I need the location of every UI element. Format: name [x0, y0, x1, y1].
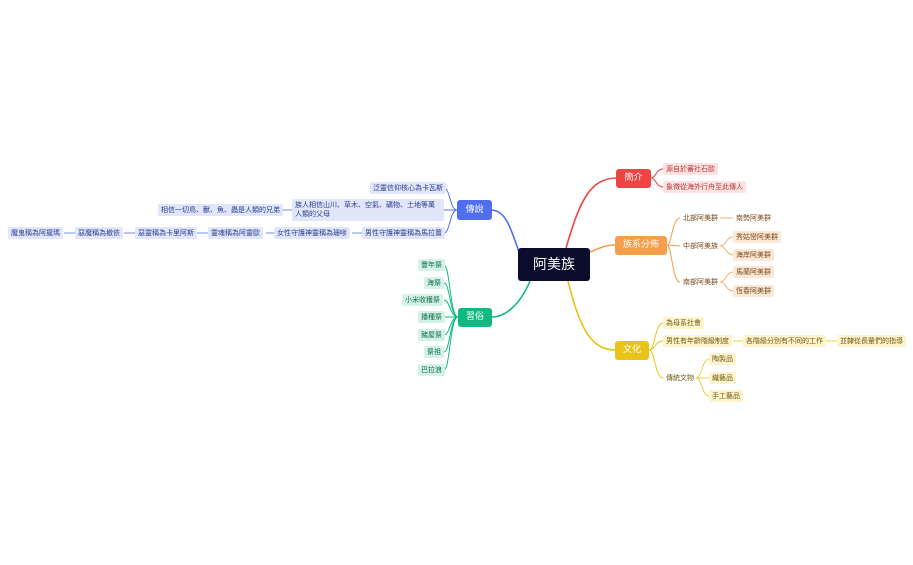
- intro-leaf-symbol[interactable]: 象徵從海外行舟至此傳人: [663, 181, 746, 193]
- branch-culture[interactable]: 文化: [615, 341, 649, 360]
- legend-g3[interactable]: 惡魔稱為撤依: [75, 227, 123, 239]
- legend-creation[interactable]: 族人相信山川、草木、空氣、礦物、土地等萬人類的父母: [292, 199, 444, 221]
- custom-item[interactable]: 小米收穫祭: [402, 294, 443, 306]
- connector-line: [648, 349, 664, 379]
- connector-line: [648, 340, 664, 351]
- connector-line: [719, 271, 734, 283]
- legend-female-god[interactable]: 女性守護神靈稱為珊嗲: [274, 227, 350, 239]
- groups-south-sub-1[interactable]: 馬蘭阿美群: [733, 266, 774, 278]
- culture-age-system[interactable]: 男性有年齡階級制度: [663, 335, 732, 347]
- culture-craft-weaving[interactable]: 織藝品: [709, 372, 736, 384]
- connector-line: [666, 217, 681, 246]
- culture-craft-handicraft[interactable]: 手工藝品: [709, 390, 743, 402]
- connector-line: [695, 358, 710, 379]
- connector-line: [565, 177, 617, 249]
- custom-item[interactable]: 海祭: [424, 277, 444, 289]
- groups-central[interactable]: 中部阿美族: [683, 241, 718, 250]
- legend-creation-sub[interactable]: 相信一切鳥、獸、魚、蟲是人類的兄弟: [158, 204, 283, 216]
- culture-craft-pottery[interactable]: 陶製品: [709, 353, 736, 365]
- custom-item[interactable]: 播種祭: [418, 311, 445, 323]
- connector-line: [666, 244, 681, 283]
- groups-north[interactable]: 北部阿美群: [683, 213, 718, 222]
- culture-crafts[interactable]: 傳統文物: [666, 373, 694, 382]
- intro-leaf-origin[interactable]: 源自於蕃社石歐: [663, 163, 718, 175]
- groups-south[interactable]: 南部阿美群: [683, 277, 718, 286]
- branch-legend[interactable]: 傳說: [457, 200, 492, 220]
- connector-line: [695, 377, 710, 397]
- groups-central-sub-2[interactable]: 海岸阿美群: [733, 249, 774, 261]
- custom-item[interactable]: 豐年祭: [418, 259, 445, 271]
- legend-male-god[interactable]: 男性守護神靈稱為馬拉薑: [362, 227, 445, 239]
- connector-line: [719, 281, 734, 292]
- connector-line: [589, 244, 616, 253]
- legend-g4[interactable]: 魔鬼稱為阿攏瑪: [8, 227, 63, 239]
- culture-matrilineal[interactable]: 為母系社會: [663, 317, 704, 329]
- connector-line: [666, 244, 681, 247]
- culture-age-detail-2[interactable]: 並隸從長輩們的指導: [837, 335, 906, 347]
- groups-north-sub[interactable]: 南勢阿美群: [736, 213, 771, 222]
- legend-core[interactable]: 泛靈信仰核心為卡瓦斯: [370, 182, 446, 194]
- branch-groups[interactable]: 族系分佈: [615, 236, 667, 255]
- connector-line: [443, 282, 459, 318]
- groups-central-sub-1[interactable]: 秀姑巒阿美群: [733, 231, 781, 243]
- legend-g1[interactable]: 靈魂稱為阿靈歐: [208, 227, 263, 239]
- custom-item[interactable]: 豬屋祭: [418, 329, 445, 341]
- branch-custom[interactable]: 習俗: [458, 308, 492, 327]
- connector-line: [650, 177, 664, 188]
- connector-line: [648, 322, 664, 351]
- custom-item[interactable]: 祭祖: [424, 346, 444, 358]
- custom-item[interactable]: 巴拉浪: [418, 364, 445, 376]
- groups-south-sub-2[interactable]: 恆春阿美群: [733, 285, 774, 297]
- connector-line: [491, 209, 521, 256]
- connector-line: [567, 280, 616, 351]
- branch-intro[interactable]: 簡介: [616, 169, 651, 188]
- connector-line: [443, 316, 459, 371]
- root-topic[interactable]: 阿美族: [518, 248, 590, 281]
- legend-g2[interactable]: 惡靈稱為卡里阿斯: [135, 227, 197, 239]
- connector-line: [443, 209, 458, 234]
- connector-line: [719, 236, 734, 247]
- culture-age-detail[interactable]: 各階級分別有不同的工作: [743, 335, 826, 347]
- connector-line: [719, 245, 734, 256]
- connector-line: [491, 280, 531, 318]
- connector-line: [650, 168, 664, 179]
